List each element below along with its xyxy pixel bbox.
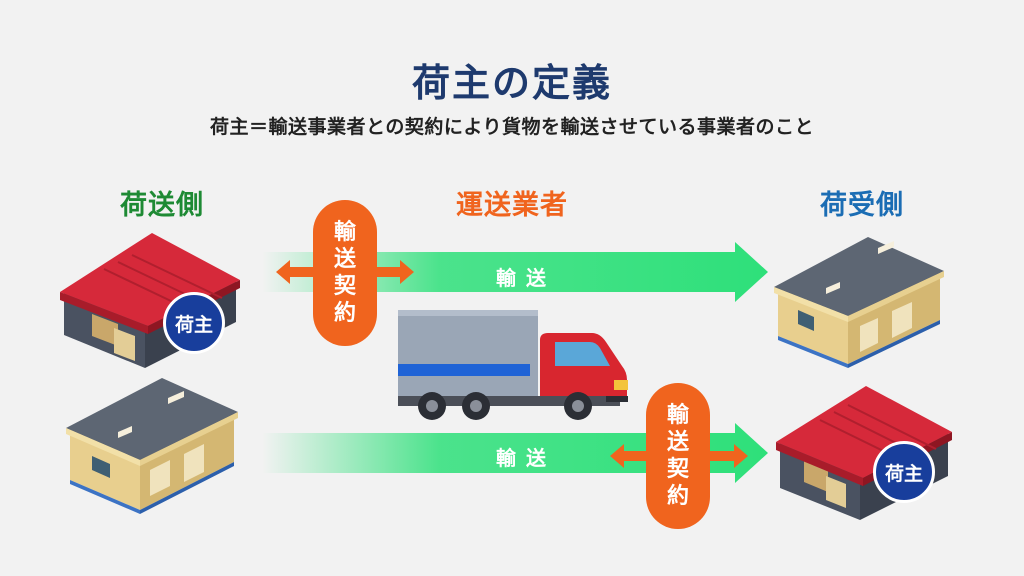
page-subtitle: 荷主＝輸送事業者との契約により貨物を輸送させている事業者のこと: [210, 116, 814, 138]
contract-char: 輸: [333, 220, 356, 245]
sender-heading: 荷送側: [120, 190, 204, 221]
receiver-heading: 荷受側: [820, 190, 904, 221]
receiver-warehouse-flat: [774, 237, 944, 368]
contract-char: 契: [333, 274, 356, 299]
shipper-badge-receiver: 荷主: [873, 441, 935, 503]
transport-arrow-top: [262, 242, 768, 302]
truck: [398, 310, 628, 420]
sender-warehouse-flat: [66, 378, 238, 514]
shipper-badge-sender: 荷主: [163, 292, 225, 354]
contract-char: 輸: [666, 403, 689, 428]
transport-label-top: 輸送: [496, 266, 556, 290]
contract-char: 送: [666, 430, 689, 455]
carrier-heading: 運送業者: [456, 190, 568, 221]
transport-arrow-bottom: [262, 423, 768, 483]
contract-pill-bottom: 輸 送 契 約: [646, 383, 710, 529]
transport-label-bottom: 輸送: [496, 446, 556, 470]
contract-char: 約: [666, 484, 689, 509]
contract-char: 送: [333, 247, 356, 272]
page-title: 荷主の定義: [411, 61, 612, 105]
contract-pill-top: 輸 送 契 約: [313, 200, 377, 346]
contract-char: 約: [333, 301, 356, 326]
contract-char: 契: [666, 457, 689, 482]
